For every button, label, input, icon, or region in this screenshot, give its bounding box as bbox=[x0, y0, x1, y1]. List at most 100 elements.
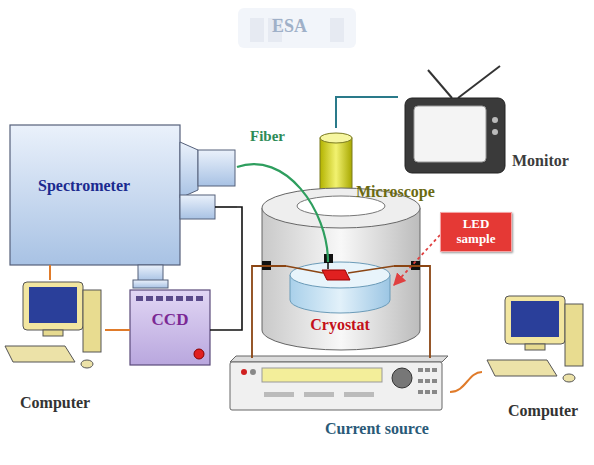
edge-label-holder: Fiber bbox=[250, 128, 285, 145]
monitor-drawing-part bbox=[405, 98, 505, 173]
data-cable bbox=[105, 329, 130, 331]
data-cable bbox=[450, 372, 482, 392]
computer: Computer bbox=[482, 288, 592, 423]
node-label: LED sample bbox=[448, 217, 504, 247]
watermark-logo-part bbox=[330, 18, 344, 42]
cryostat: Cryostat bbox=[286, 262, 394, 346]
watermark-logo bbox=[238, 8, 356, 48]
current-source-drawing-part bbox=[392, 368, 412, 388]
cryostat-drawing-part bbox=[322, 270, 350, 280]
current-wire bbox=[252, 266, 286, 358]
node-label: Computer bbox=[20, 394, 90, 412]
cryostat-drawing bbox=[262, 188, 420, 350]
computer-drawing-part bbox=[23, 282, 83, 330]
spectrometer-drawing-part bbox=[198, 150, 235, 186]
cryostat-drawing-part bbox=[286, 266, 323, 273]
ccd: CCD bbox=[130, 290, 210, 365]
computer-drawing bbox=[5, 282, 101, 368]
watermark-logo-part bbox=[250, 18, 264, 42]
microscope: Microscope bbox=[318, 128, 448, 203]
computer-drawing-part bbox=[511, 301, 559, 337]
monitor-drawing-part bbox=[414, 106, 486, 162]
ccd-indicator bbox=[136, 296, 203, 301]
cryostat-drawing-part bbox=[348, 266, 394, 273]
button bbox=[344, 392, 374, 397]
video-cable bbox=[336, 97, 398, 128]
watermark-holder: ESA bbox=[272, 16, 307, 37]
button bbox=[432, 379, 437, 383]
watermark: ESA bbox=[272, 16, 307, 37]
computer-drawing-part bbox=[29, 287, 77, 323]
node-label: CCD bbox=[152, 310, 189, 330]
monitor: Monitor bbox=[398, 68, 586, 176]
button bbox=[432, 368, 437, 372]
current-source-drawing-part bbox=[250, 369, 256, 375]
ccd-indicator bbox=[196, 296, 203, 301]
button bbox=[425, 390, 430, 394]
ccd-drawing-part bbox=[194, 349, 204, 359]
ccd-indicator bbox=[146, 296, 153, 301]
cryostat-drawing-part bbox=[290, 262, 390, 288]
fiber bbox=[237, 164, 328, 262]
current-source: Current source bbox=[228, 358, 450, 440]
computer: Computer bbox=[5, 280, 105, 415]
computer-drawing bbox=[487, 296, 583, 382]
computer-drawing-part bbox=[487, 360, 557, 376]
computer-drawing-part bbox=[565, 304, 583, 366]
ccd-indicator bbox=[186, 296, 193, 301]
node-label: Computer bbox=[508, 402, 578, 420]
button bbox=[425, 379, 430, 383]
node-label: Spectrometer bbox=[38, 177, 130, 195]
microscope-drawing-part bbox=[320, 133, 352, 143]
button bbox=[304, 392, 334, 397]
ccd-indicator bbox=[136, 296, 143, 301]
monitor-drawing bbox=[405, 66, 505, 173]
button-grid bbox=[264, 368, 437, 397]
monitor-drawing-part bbox=[428, 70, 452, 98]
microscope-drawing-part bbox=[320, 138, 352, 196]
button bbox=[418, 390, 423, 394]
spectrometer: Spectrometer bbox=[10, 125, 237, 265]
monitor-drawing-part bbox=[492, 117, 498, 123]
edge-label: Fiber bbox=[250, 128, 285, 145]
button bbox=[264, 392, 294, 397]
button bbox=[425, 368, 430, 372]
computer-drawing-part bbox=[81, 360, 93, 368]
data-cable bbox=[49, 265, 51, 280]
button bbox=[418, 368, 423, 372]
node-label: Monitor bbox=[512, 152, 569, 170]
ccd-drawing bbox=[130, 290, 210, 365]
cryostat-drawing-part bbox=[327, 263, 329, 269]
ccd-indicator bbox=[166, 296, 173, 301]
computer-drawing-part bbox=[43, 330, 63, 336]
current-source-drawing-part bbox=[241, 369, 247, 375]
spectrometer-drawing-part bbox=[180, 142, 198, 198]
spectrometer-drawing-part bbox=[10, 125, 180, 265]
computer-drawing-part bbox=[505, 296, 565, 344]
ccd-indicator bbox=[176, 296, 183, 301]
watermark-logo-part bbox=[238, 8, 356, 48]
node-label: Cryostat bbox=[310, 316, 370, 334]
ccd-drawing-part bbox=[130, 290, 210, 365]
node-label: Current source bbox=[325, 420, 429, 438]
computer-drawing-part bbox=[563, 374, 575, 382]
node-label: Microscope bbox=[356, 183, 435, 201]
button bbox=[418, 379, 423, 383]
signal-cable bbox=[210, 207, 242, 330]
ccd-indicator bbox=[156, 296, 163, 301]
current-source-drawing-part bbox=[262, 368, 382, 382]
spectrometer-drawing bbox=[10, 125, 237, 288]
spectrometer-drawing-part bbox=[138, 265, 163, 281]
current-wire bbox=[394, 266, 430, 358]
computer-drawing-part bbox=[525, 344, 545, 350]
monitor-drawing-part bbox=[492, 129, 498, 135]
pointer-arrow bbox=[394, 235, 440, 285]
current-source-drawing-part bbox=[230, 362, 442, 410]
current-source-drawing-part bbox=[230, 356, 448, 362]
computer-drawing-part bbox=[5, 346, 75, 362]
spectrometer-drawing-part bbox=[180, 195, 215, 219]
button bbox=[432, 390, 437, 394]
spectrometer-drawing-part bbox=[215, 206, 237, 208]
